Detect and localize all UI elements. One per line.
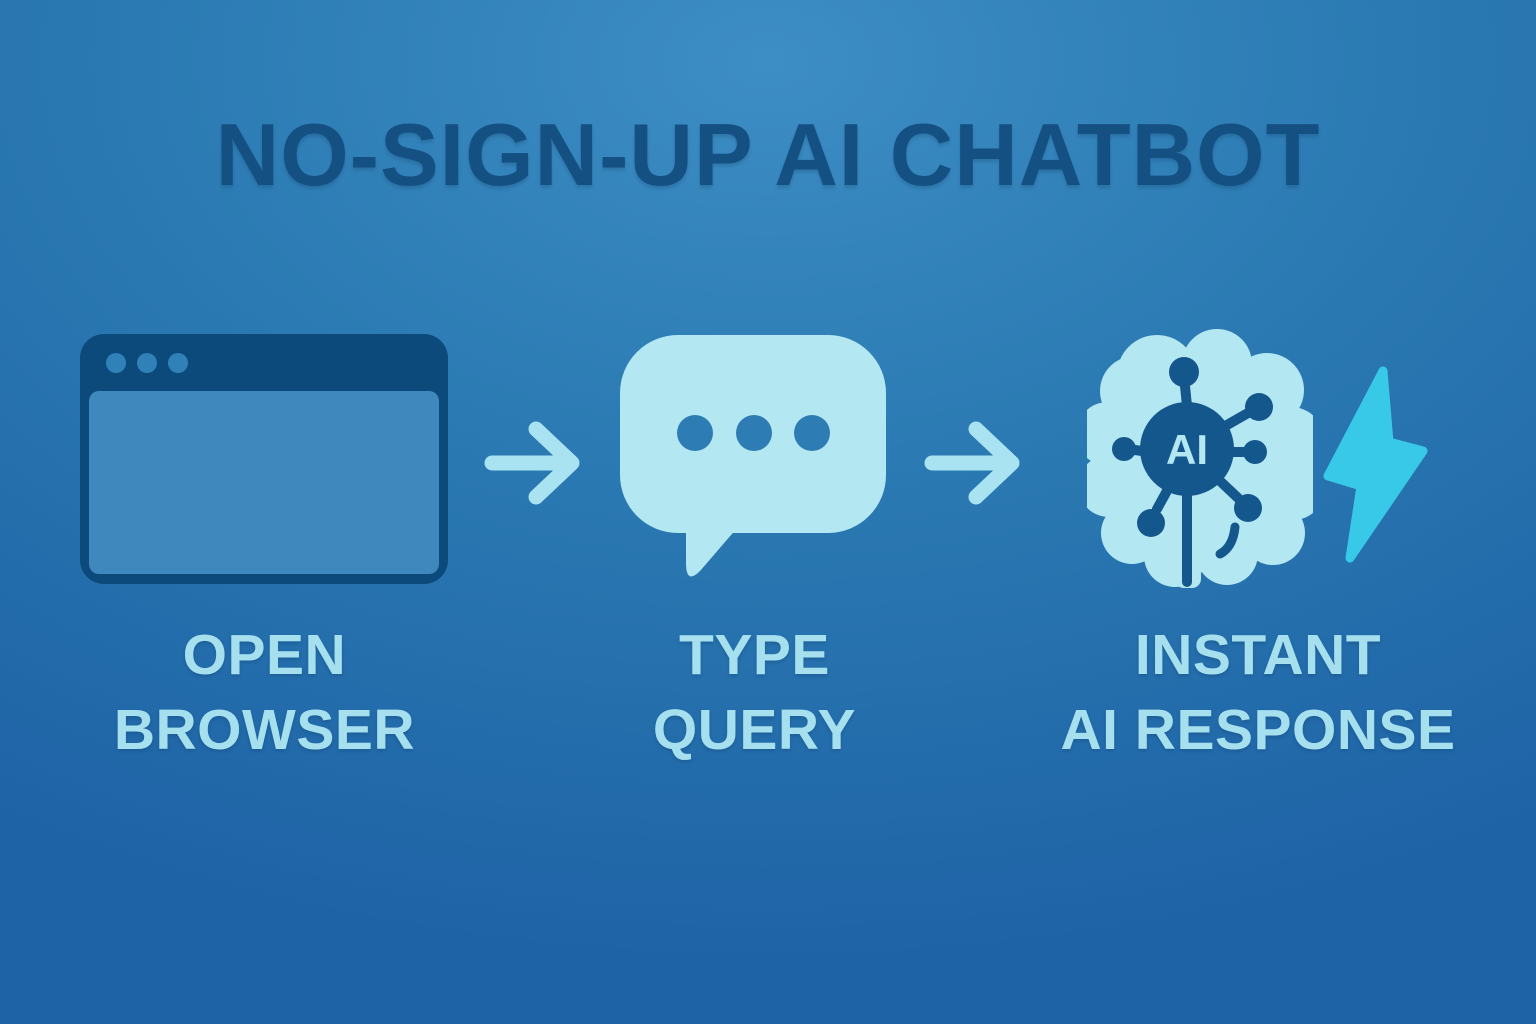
step-label-line: QUERY [652, 698, 856, 763]
step-open-browser: OPEN BROWSER [80, 328, 449, 768]
step-label-line: TYPE [679, 623, 830, 687]
step-label-line: INSTANT [1134, 623, 1382, 687]
ai-badge-text: AI [1166, 426, 1208, 473]
ai-icon-area: AI [1087, 328, 1429, 590]
steps-row: OPEN BROWSER TYPE [0, 328, 1536, 768]
arrow-cell [484, 418, 584, 513]
step-label-type-query: TYPE QUERY [653, 618, 856, 768]
chat-icon-area [620, 328, 888, 590]
arrow-right-icon [484, 421, 580, 505]
step-label-instant-ai-response: INSTANT AI RESPONSE [1060, 618, 1455, 768]
browser-window-icon [80, 334, 449, 584]
poster-title: NO-SIGN-UP AI CHATBOT [215, 105, 1321, 204]
chat-bubble-icon [620, 335, 887, 577]
step-label-line: AI RESPONSE [1060, 698, 1456, 763]
browser-icon-area [80, 328, 449, 590]
step-label-open-browser: OPEN BROWSER [114, 618, 415, 768]
lightning-bolt-icon [1323, 366, 1428, 563]
step-label-line: OPEN [182, 623, 347, 687]
arrow-right-icon [924, 421, 1020, 505]
ai-brain-icon: AI [1087, 329, 1313, 588]
step-type-query: TYPE QUERY [620, 328, 888, 768]
step-instant-ai-response: AI INSTANT AI RESPONSE [1060, 328, 1455, 768]
step-label-line: BROWSER [113, 698, 416, 763]
arrow-cell [924, 418, 1024, 513]
